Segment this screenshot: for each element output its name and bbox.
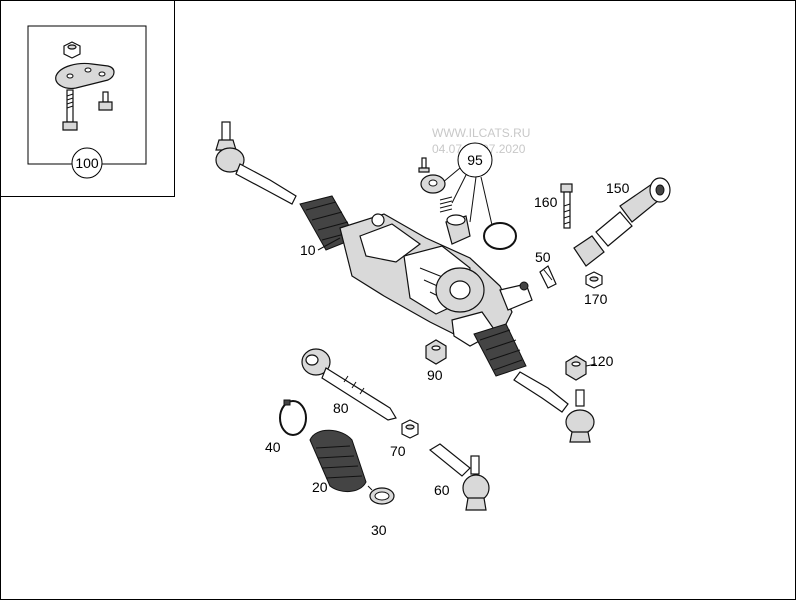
part-95-spring: [439, 196, 453, 213]
part-30-clamp[interactable]: 30: [367, 485, 395, 538]
part-95-thrust-piece: [445, 214, 471, 245]
callout-100-label[interactable]: 100: [75, 155, 99, 171]
callout-170-label[interactable]: 170: [584, 291, 608, 307]
callout-60-label[interactable]: 60: [434, 482, 450, 498]
part-90-nut[interactable]: 90: [425, 339, 447, 383]
callout-30-label[interactable]: 30: [371, 522, 387, 538]
part-20-bellow[interactable]: 20: [309, 429, 367, 495]
part-95-snap-ring: [483, 222, 517, 250]
rack-housing: [339, 213, 533, 347]
right-tie-rod-end: [513, 371, 595, 443]
part-150-intermediate-shaft[interactable]: 150: [573, 177, 671, 267]
part-120-nut[interactable]: 120: [565, 353, 614, 381]
watermark-line1: WWW.ILCATS.RU: [432, 126, 530, 140]
callout-100-circle: [71, 147, 103, 179]
right-bellow: [473, 323, 527, 377]
inset-nut: [63, 41, 81, 59]
callout-10-leader: [317, 237, 341, 251]
part-170-nut[interactable]: 170: [584, 271, 608, 307]
inset-short-bolt: [98, 91, 113, 111]
callout-10-label[interactable]: 10: [300, 242, 316, 258]
callout-95-leaders: [441, 167, 493, 226]
inset-mounting-kit[interactable]: 100: [0, 0, 175, 197]
callout-80-label[interactable]: 80: [333, 400, 349, 416]
left-tie-rod-end: [215, 121, 297, 205]
part-40-clamp[interactable]: 40: [265, 399, 307, 455]
callout-95-label[interactable]: 95: [467, 152, 483, 168]
callout-90-label[interactable]: 90: [427, 367, 443, 383]
callout-70-label[interactable]: 70: [390, 443, 406, 459]
callout-40-label[interactable]: 40: [265, 439, 281, 455]
part-60-tie-rod-end[interactable]: 60: [428, 443, 490, 511]
callout-120-label[interactable]: 120: [590, 353, 614, 369]
part-160-bolt[interactable]: 160: [534, 183, 573, 229]
callout-50-label[interactable]: 50: [535, 249, 551, 265]
callout-160-label[interactable]: 160: [534, 194, 558, 210]
inset-long-bolt: [62, 89, 78, 131]
callout-95-group[interactable]: 95: [441, 142, 493, 226]
callout-20-label[interactable]: 20: [312, 479, 328, 495]
part-80-inner-tie-rod[interactable]: 80: [301, 348, 397, 421]
callout-95-circle: [457, 142, 493, 178]
part-50-clip[interactable]: 50: [535, 249, 557, 289]
callout-150-label[interactable]: 150: [606, 180, 630, 196]
part-95-grommet: [420, 174, 446, 194]
part-95-screw: [418, 157, 430, 173]
part-10-steering-rack[interactable]: 10: [215, 121, 595, 443]
inset-plate: [55, 62, 115, 89]
part-70-nut[interactable]: 70: [390, 419, 419, 459]
